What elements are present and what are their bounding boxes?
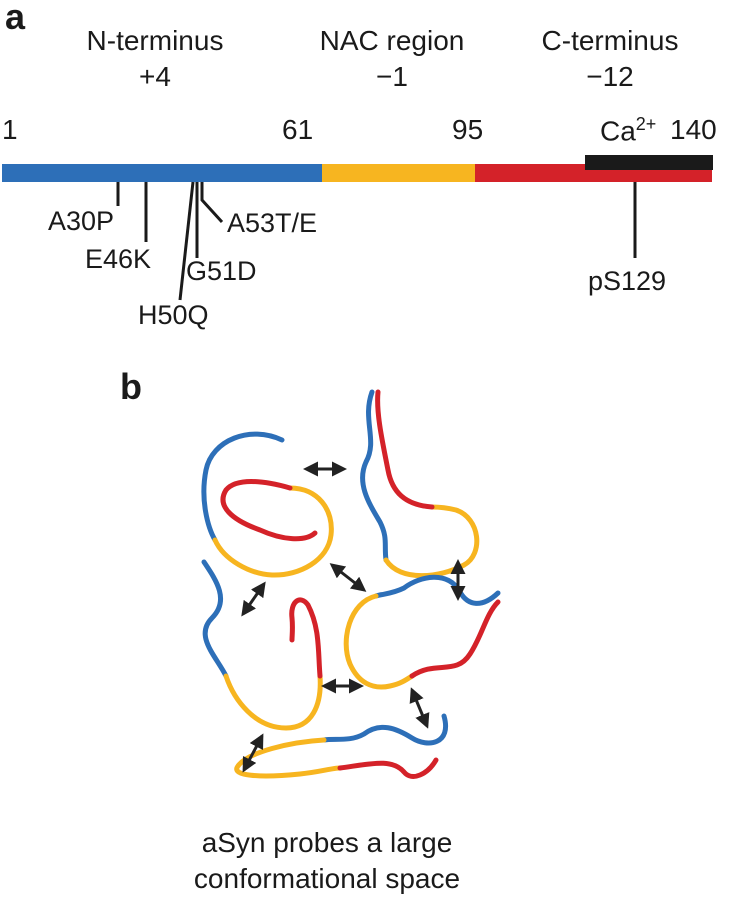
mutation-a53te: A53T/E: [227, 208, 318, 238]
n-terminus-charge: +4: [139, 61, 171, 92]
mutation-h50q: H50Q: [138, 300, 209, 330]
strand2-nac: [383, 504, 480, 579]
tick-a53te: [200, 182, 224, 224]
arrow-3: [329, 563, 367, 592]
mutation-ticks: [116, 181, 637, 301]
phosphorylation-ps129: pS129: [588, 266, 667, 296]
calcium-binding-bar: [585, 155, 713, 170]
strand1-c: [220, 479, 318, 542]
interaction-arrows: [241, 461, 466, 773]
panel-b-label: b: [120, 366, 142, 407]
strand5-nac: [234, 737, 343, 779]
position-95: 95: [452, 114, 484, 145]
strand3-c: [289, 597, 323, 679]
strand5-c: [337, 757, 439, 779]
strand4-n: [373, 574, 501, 606]
calcium-label: Ca2+: [600, 114, 656, 147]
caption-line-2: conformational space: [193, 863, 461, 894]
nac-region-label: NAC region: [319, 25, 465, 56]
strand5-n: [321, 713, 449, 746]
mutation-e46k: E46K: [85, 244, 152, 274]
panel-a-label: a: [5, 0, 26, 37]
strand4-c: [409, 599, 501, 679]
calcium-superscript: 2+: [635, 114, 657, 134]
caption: aSyn probes a large conformational space: [194, 825, 460, 897]
position-1: 1: [2, 114, 18, 145]
position-140: 140: [670, 114, 717, 145]
strand4-nac: [343, 593, 415, 690]
arrow-7: [242, 733, 264, 773]
mutation-g51d: G51D: [186, 256, 257, 286]
arrow-4: [241, 581, 266, 617]
mutation-a30p: A30P: [48, 206, 115, 236]
arrow-6: [409, 687, 430, 729]
c-terminus-label: C-terminus: [541, 25, 679, 56]
tick-h50q: [178, 181, 195, 301]
strand3-nac: [223, 673, 323, 731]
position-61: 61: [282, 114, 314, 145]
strand2-n: [360, 389, 389, 563]
conformation-strands: [201, 389, 501, 779]
nac-region-charge: −1: [376, 61, 408, 92]
n-terminus-label: N-terminus: [86, 25, 224, 56]
strand1-nac: [212, 485, 334, 578]
strand1-n: [201, 431, 285, 543]
c-terminus-charge: −12: [586, 61, 634, 92]
strand2-c: [375, 389, 435, 510]
calcium-base: Ca: [600, 115, 636, 147]
caption-line-1: aSyn probes a large: [201, 827, 453, 858]
n-terminus-bar: [2, 164, 322, 182]
strand3-n: [201, 559, 229, 679]
nac-region-bar: [322, 164, 475, 182]
